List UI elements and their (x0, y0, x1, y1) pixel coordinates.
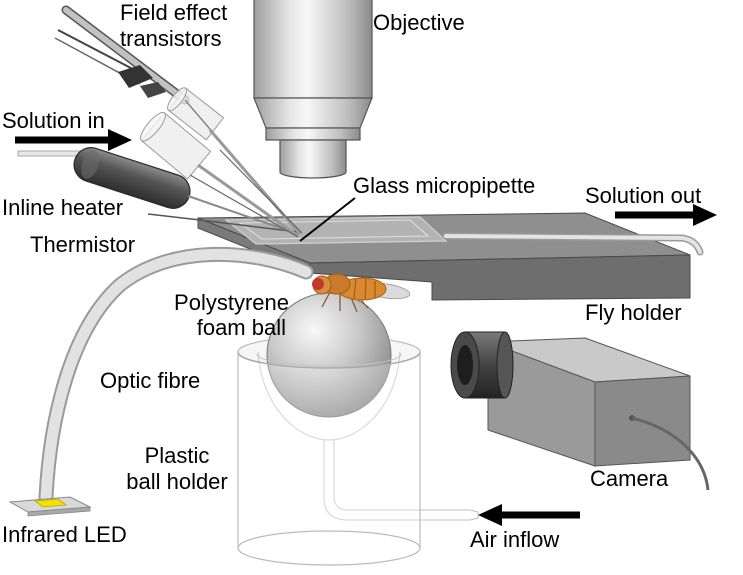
camera-lens-mount (496, 331, 514, 399)
bath-inner-rim (238, 219, 430, 240)
label-glass-micropipette: Glass micropipette (353, 173, 535, 198)
fet-chip (140, 82, 166, 98)
electrode-wire (189, 174, 299, 238)
glass-capillary (197, 163, 299, 238)
label-solution-out: Solution out (585, 183, 701, 208)
label-solution-in: Solution in (2, 108, 105, 133)
plastic-ball-holder-front (237, 351, 421, 566)
heater-end (81, 149, 100, 179)
glass-capillary (208, 129, 302, 235)
label-field-effect-transistors-line2: transistors (120, 26, 221, 51)
label-polystyrene-foam-ball-line2: foam ball (197, 315, 286, 340)
holder-front-wall (238, 352, 420, 565)
solution-out-tube (444, 234, 702, 254)
pipette-holder-end (140, 111, 166, 142)
objective-barrel (253, 0, 373, 99)
label-polystyrene-foam-ball-line1: Polystyrene (174, 290, 289, 315)
arrow-head (693, 204, 717, 226)
objective (253, 0, 373, 179)
camera (450, 331, 710, 491)
solution-in-arrow (15, 129, 132, 151)
holder-front-rim (237, 351, 421, 369)
objective-nose (279, 139, 347, 179)
electrode-rod (63, 7, 188, 103)
glass-micropipette-pointer (299, 197, 356, 242)
label-optic-fibre: Optic fibre (100, 368, 200, 393)
field-effect-transistors (54, 5, 303, 238)
holder-cup (257, 351, 401, 441)
camera-lens-glass (457, 345, 473, 385)
led-chip (33, 498, 68, 508)
label-objective: Objective (373, 10, 465, 35)
holder-base (237, 530, 421, 566)
label-fly-holder: Fly holder (585, 300, 682, 325)
pipette-holder-upper (167, 87, 225, 141)
arrow-head (478, 504, 502, 526)
label-plastic-ball-holder-line2: ball holder (126, 469, 228, 494)
led-board-edge (27, 506, 91, 517)
arrow-head (108, 129, 132, 151)
fet-chip (118, 65, 153, 88)
pipette-holder-end (167, 87, 188, 112)
label-thermistor: Thermistor (30, 232, 135, 257)
air-inflow-arrow (478, 504, 580, 526)
fly-stripes (353, 278, 376, 300)
objective-taper (253, 97, 373, 129)
label-air-inflow: Air inflow (470, 527, 559, 552)
electrode-wire (219, 149, 303, 234)
infrared-led (8, 496, 92, 517)
label-inline-heater: Inline heater (2, 195, 123, 220)
holder-inner-rim (256, 353, 402, 367)
label-plastic-ball-holder-line1: Plastic (145, 443, 210, 468)
thermistor-wire (147, 213, 299, 233)
objective-ring (265, 127, 361, 141)
optic-fibre (40, 248, 312, 503)
solution-out-arrow (615, 204, 717, 226)
air-tube-end (469, 509, 479, 521)
air-tube-wall (333, 440, 470, 511)
label-infrared-led: Infrared LED (2, 522, 127, 547)
fly-eye (312, 278, 324, 290)
label-camera: Camera (590, 466, 669, 491)
heater-outlet-tube (187, 195, 299, 235)
fly (312, 273, 411, 313)
camera-cable (631, 416, 710, 491)
label-field-effect-transistors-line1: Field effect (120, 0, 227, 25)
air-tube-wall (323, 440, 470, 521)
fly-legs (321, 291, 369, 313)
